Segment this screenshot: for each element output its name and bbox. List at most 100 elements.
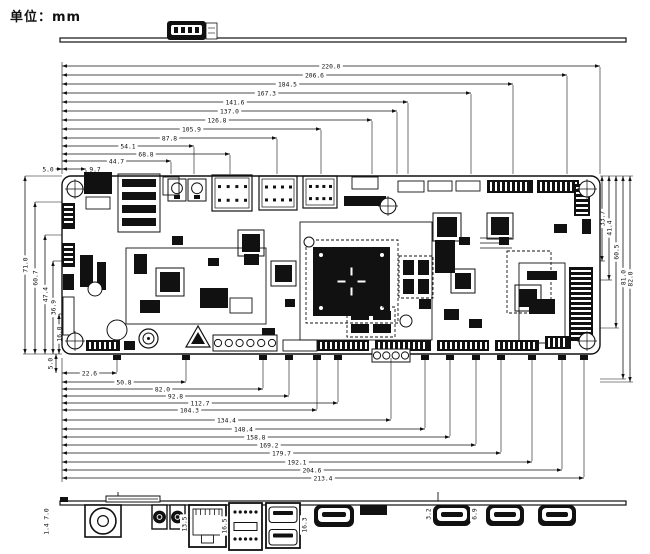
svg-text:41.4: 41.4 [606,220,613,235]
dim-label: 16.0 [55,324,63,344]
dim-label: 87.8 [159,134,180,142]
dim-label: 68.8 [136,150,156,158]
dim-label: 82.0 [152,385,173,393]
svg-text:134.4: 134.4 [217,417,236,424]
svg-text:68.8: 68.8 [138,151,153,158]
svg-text:206.6: 206.6 [305,72,324,79]
dim-label: 36.9 [49,297,57,318]
dim-label: 16.3 [300,515,308,535]
svg-text:1.4: 1.4 [43,523,50,535]
svg-text:81.0: 81.0 [620,270,627,285]
svg-text:204.6: 204.6 [303,467,322,474]
dim-label: 148.4 [231,425,256,433]
svg-text:148.4: 148.4 [234,426,253,433]
svg-text:54.1: 54.1 [120,143,135,150]
dim-label: 137.0 [217,107,242,115]
dim-label: 44.7 [106,157,127,165]
dim-label: 1.4 [42,521,50,537]
board-view [61,172,601,363]
svg-text:7.0: 7.0 [43,508,50,520]
dim-label: 5.0 [40,165,56,173]
svg-text:36.9: 36.9 [50,300,57,315]
dim-label: 126.8 [205,116,229,124]
svg-text:169.2: 169.2 [260,442,279,449]
svg-text:184.5: 184.5 [278,81,297,88]
svg-text:213.4: 213.4 [314,475,333,482]
svg-text:5.0: 5.0 [42,166,54,173]
dim-label: 134.4 [214,416,239,424]
svg-text:179.7: 179.7 [272,450,291,457]
svg-text:16.0: 16.0 [56,326,63,341]
svg-text:141.6: 141.6 [226,99,245,106]
svg-text:3.2: 3.2 [425,508,432,520]
dim-label: 3.2 [424,506,432,522]
dim-label: 71.0 [21,255,29,275]
dim-label: 60.5 [612,242,620,262]
dim-label: 158.8 [244,433,268,441]
svg-text:112.7: 112.7 [191,400,210,407]
svg-text:44.7: 44.7 [109,158,124,165]
dim-label: 184.5 [275,80,300,88]
svg-text:104.3: 104.3 [180,407,199,414]
dim-label: 9.7 [87,165,103,173]
svg-text:47.4: 47.4 [42,287,49,302]
dim-label: 16.5 [220,516,228,536]
dim-label: 47.4 [41,284,49,305]
dim-label: 192.1 [285,458,309,466]
dim-label: 169.2 [257,441,281,449]
svg-text:60.7: 60.7 [32,270,39,285]
dim-label: 167.3 [254,89,279,97]
svg-text:137.0: 137.0 [220,108,239,115]
unit-label: 单位：mm [10,10,82,25]
dim-label: 179.7 [269,449,294,457]
dim-label: 104.3 [177,406,202,414]
dim-label: 5.0 [46,355,54,372]
dim-label: 213.4 [311,474,335,482]
svg-text:158.8: 158.8 [247,434,266,441]
svg-text:87.8: 87.8 [162,135,177,142]
svg-text:167.3: 167.3 [257,90,276,97]
left-dimensions: 71.060.747.436.9 16.0 [21,175,63,355]
svg-text:82.0: 82.0 [155,386,170,393]
dim-label: 92.8 [165,392,186,400]
dim-label: 105.9 [179,125,204,133]
svg-text:105.9: 105.9 [182,126,201,133]
dim-label: 54.1 [118,142,138,150]
svg-text:60.5: 60.5 [613,244,620,259]
svg-text:16.3: 16.3 [301,517,308,532]
dim-label: 220.0 [319,62,343,70]
svg-text:5.0: 5.0 [47,358,54,370]
svg-text:22.6: 22.6 [82,370,97,377]
svg-text:33.7: 33.7 [599,211,606,226]
dim-label: 60.7 [31,268,39,288]
svg-text:220.0: 220.0 [322,63,341,70]
dim-label: 22.6 [79,369,100,377]
svg-text:13.5: 13.5 [181,516,188,531]
svg-text:82.0: 82.0 [627,271,634,286]
dim-label: 7.0 [42,506,50,522]
dim-label: 141.6 [223,98,247,106]
svg-text:16.5: 16.5 [221,518,228,533]
svg-text:126.8: 126.8 [208,117,227,124]
dim-label: 112.7 [188,399,212,407]
dim-label: 41.4 [605,218,613,238]
svg-text:92.8: 92.8 [168,393,183,400]
dim-label: 204.6 [300,466,324,474]
dim-label: 81.0 [619,267,627,288]
dim-label: 13.5 [180,514,188,534]
svg-text:6.9: 6.9 [471,508,478,520]
svg-text:9.7: 9.7 [89,166,101,173]
svg-text:192.1: 192.1 [288,459,307,466]
dim-label: 50.8 [114,378,134,386]
svg-text:50.8: 50.8 [116,379,131,386]
dim-label: 206.6 [302,71,327,79]
dim-label: 82.0 [626,269,634,289]
bottom-edge-view: 7.0 1.4 13.5 16.5 16.3 3.2 6.9 [42,492,627,551]
svg-text:71.0: 71.0 [22,257,29,272]
dim-label: 6.9 [470,506,478,522]
